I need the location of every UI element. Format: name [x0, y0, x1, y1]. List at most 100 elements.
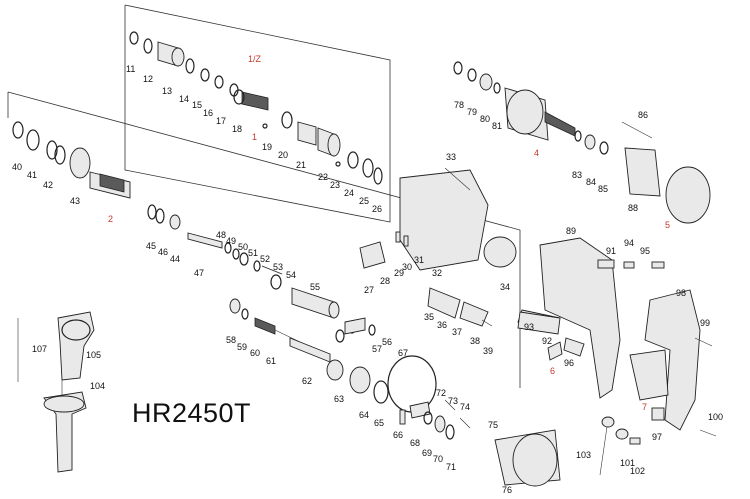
- callout-33: 33: [446, 152, 456, 162]
- callout-41: 41: [27, 170, 37, 180]
- callout-99: 99: [700, 318, 710, 328]
- callout-71: 71: [446, 462, 456, 472]
- callout-35: 35: [424, 312, 434, 322]
- callout-97: 97: [652, 432, 662, 442]
- sleeve-assembly-parts: [129, 31, 383, 185]
- callout-101: 101: [620, 458, 635, 468]
- callout-5: 5: [665, 220, 670, 230]
- callout-76: 76: [502, 485, 512, 495]
- callout-47: 47: [194, 268, 204, 278]
- callout-15: 15: [192, 100, 202, 110]
- callout-55: 55: [310, 282, 320, 292]
- callout-89: 89: [566, 226, 576, 236]
- callout-73: 73: [448, 396, 458, 406]
- callout-18: 18: [232, 124, 242, 134]
- callout-16: 16: [203, 108, 213, 118]
- callout-63: 63: [334, 394, 344, 404]
- callout-86: 86: [638, 110, 648, 120]
- callout-27: 27: [364, 285, 374, 295]
- callout-74: 74: [460, 402, 470, 412]
- callout-36: 36: [437, 320, 447, 330]
- callout-11: 11: [126, 64, 135, 74]
- callout-92: 92: [542, 336, 552, 346]
- housing-parts: [359, 167, 561, 333]
- barrel-assembly-parts: [12, 121, 376, 336]
- callout-50: 50: [238, 242, 248, 252]
- callout-58: 58: [226, 335, 236, 345]
- handle-parts: [517, 237, 717, 476]
- callout-43: 43: [70, 196, 80, 206]
- callout-1z: 1/Z: [248, 54, 262, 64]
- callout-61: 61: [266, 356, 276, 366]
- motor-parts: [453, 61, 711, 224]
- callout-14: 14: [179, 94, 189, 104]
- callout-94: 94: [624, 238, 634, 248]
- callout-13: 13: [162, 86, 172, 96]
- callout-19: 19: [262, 142, 272, 152]
- callout-96: 96: [564, 358, 574, 368]
- callout-24: 24: [344, 188, 354, 198]
- callout-83: 83: [572, 170, 582, 180]
- callout-38: 38: [470, 336, 480, 346]
- callout-93: 93: [524, 322, 534, 332]
- callout-66: 66: [393, 430, 403, 440]
- callout-102: 102: [630, 466, 645, 476]
- callout-78: 78: [454, 100, 464, 110]
- callout-4: 4: [534, 148, 539, 158]
- callout-44: 44: [170, 254, 180, 264]
- callout-80: 80: [480, 114, 490, 124]
- callout-49: 49: [226, 236, 236, 246]
- callout-84: 84: [586, 177, 596, 187]
- callout-88: 88: [628, 203, 638, 213]
- callout-100: 100: [708, 412, 723, 422]
- callout-105: 105: [86, 350, 101, 360]
- spindle-gear-parts: [229, 298, 561, 487]
- callout-46: 46: [158, 247, 168, 257]
- callout-28: 28: [380, 276, 390, 286]
- callout-37: 37: [452, 327, 462, 337]
- callout-98: 98: [676, 288, 686, 298]
- callout-107: 107: [32, 344, 47, 354]
- callout-17: 17: [216, 116, 226, 126]
- callout-52: 52: [260, 254, 270, 264]
- callout-91: 91: [606, 246, 616, 256]
- callout-31: 31: [414, 255, 424, 265]
- side-handle-parts: [17, 311, 95, 473]
- callout-40: 40: [12, 162, 22, 172]
- callout-25: 25: [359, 196, 369, 206]
- lower-group-frame: [7, 91, 521, 388]
- callout-72: 72: [436, 388, 446, 398]
- callout-2: 2: [108, 214, 113, 224]
- callout-21: 21: [296, 160, 306, 170]
- model-number-label: HR2450T: [132, 398, 252, 428]
- callout-57: 57: [372, 344, 382, 354]
- callout-34: 34: [500, 282, 510, 292]
- callout-labels: 1/Z 1 2 4 5 6 7 11 12 13 14 15 16 17 18 …: [12, 54, 723, 495]
- upper-group-frame: [124, 4, 391, 223]
- callout-26: 26: [372, 204, 382, 214]
- callout-48: 48: [216, 230, 226, 240]
- callout-104: 104: [90, 381, 105, 391]
- callout-75: 75: [488, 420, 498, 430]
- callout-6: 6: [550, 366, 555, 376]
- callout-62: 62: [302, 376, 312, 386]
- callout-29: 29: [394, 268, 404, 278]
- callout-12: 12: [143, 74, 153, 84]
- callout-53: 53: [273, 262, 283, 272]
- callout-64: 64: [359, 410, 369, 420]
- callout-7: 7: [642, 402, 647, 412]
- callout-65: 65: [374, 418, 384, 428]
- callout-22: 22: [318, 172, 328, 182]
- callout-32: 32: [432, 268, 442, 278]
- callout-1: 1: [252, 132, 257, 142]
- callout-70: 70: [433, 454, 443, 464]
- callout-39: 39: [483, 346, 493, 356]
- callout-85: 85: [598, 184, 608, 194]
- callout-81: 81: [492, 121, 502, 131]
- callout-51: 51: [248, 248, 258, 258]
- callout-67: 67: [398, 348, 408, 358]
- callout-79: 79: [467, 107, 477, 117]
- callout-30: 30: [402, 262, 412, 272]
- callout-59: 59: [237, 342, 247, 352]
